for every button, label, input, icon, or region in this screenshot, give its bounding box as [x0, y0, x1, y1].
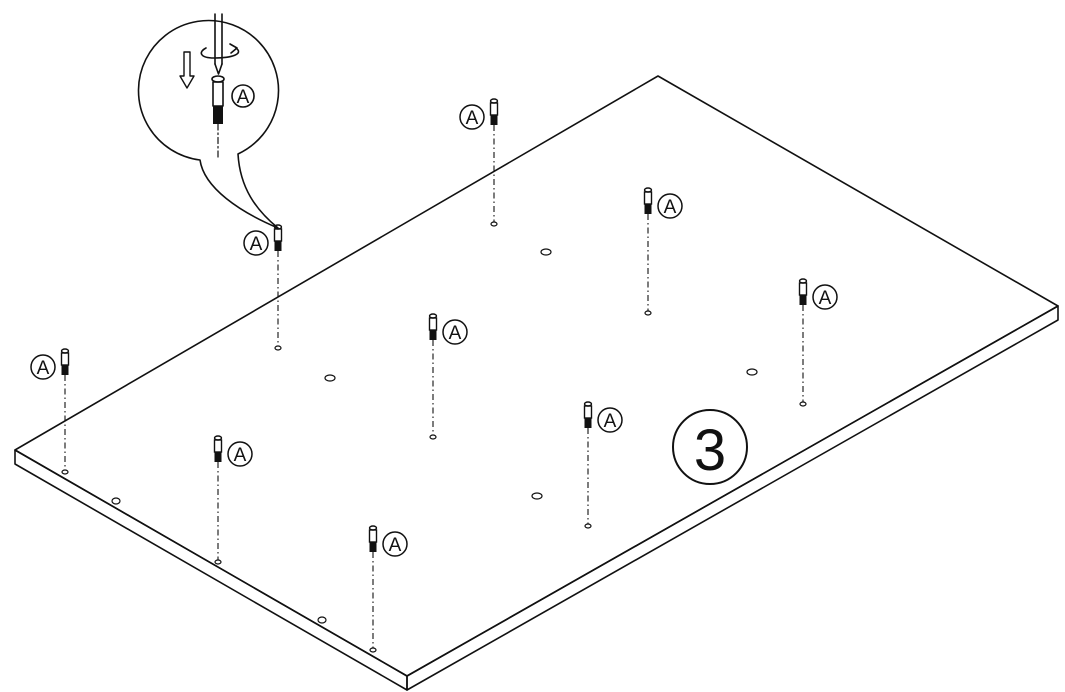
panel-top-face — [14, 75, 1059, 677]
dowel-head-large — [211, 75, 225, 83]
dowel-hole — [214, 559, 222, 565]
part-label-circle — [657, 193, 683, 219]
part-label-circle — [442, 319, 468, 345]
screwdriver-tip — [214, 63, 223, 75]
part-label-circle — [231, 84, 255, 108]
dowel-thread — [799, 295, 807, 305]
hole — [324, 374, 336, 382]
part-label-text: A — [389, 535, 402, 556]
part-label-circle — [243, 230, 269, 256]
dowel-hole — [274, 345, 282, 351]
detail-callout: A — [137, 13, 280, 229]
part-label-circle — [30, 354, 56, 380]
cam-dowel: A — [428, 313, 468, 440]
part-label-text: A — [604, 411, 617, 432]
dowel-thread — [61, 365, 69, 375]
cam-dowel: A — [583, 401, 623, 529]
callout-outline — [137, 19, 280, 229]
cam-dowel: A — [213, 435, 253, 565]
dowel-hole — [584, 523, 592, 529]
fastener-group: A A A A A A A A A — [30, 98, 838, 653]
part-label-text: A — [37, 358, 50, 379]
part-label-text: A — [250, 234, 263, 255]
dowel-neck — [273, 228, 283, 242]
step-circle — [672, 409, 748, 485]
part-label-circle — [227, 441, 253, 467]
dowel-neck-large — [212, 81, 224, 107]
panel-board — [14, 75, 1059, 691]
dowel-neck — [798, 282, 808, 296]
down-arrow-icon — [179, 51, 195, 89]
panel-front-edge — [14, 449, 408, 691]
cam-dowel: A — [30, 348, 70, 475]
dowel-thread — [644, 204, 652, 214]
part-label-text: A — [466, 108, 479, 129]
dowel-thread — [369, 542, 377, 552]
part-label-circle — [459, 104, 485, 130]
dowel-thread — [214, 452, 222, 462]
part-label-text: A — [237, 87, 250, 108]
cam-dowel: A — [243, 224, 283, 351]
rotate-arrow-head — [229, 43, 238, 54]
step-number: 3 — [694, 418, 726, 483]
dowel-hole — [490, 221, 498, 227]
hole — [540, 248, 552, 256]
dowel-thread — [490, 115, 498, 125]
dowel-hole — [369, 647, 377, 653]
hole — [746, 368, 758, 376]
dowel-neck — [489, 102, 499, 116]
hole — [531, 492, 543, 500]
dowel-hole — [429, 434, 437, 440]
part-label-text: A — [234, 445, 247, 466]
dowel-neck — [213, 439, 223, 453]
part-label-text: A — [819, 288, 832, 309]
dowel-thread — [584, 418, 592, 428]
step-badge: 3 — [672, 409, 748, 485]
cam-dowel: A — [798, 278, 838, 407]
cam-dowel: A — [459, 98, 499, 227]
dowel-neck — [368, 529, 378, 543]
dowel-hole — [799, 401, 807, 407]
cam-dowel: A — [368, 525, 408, 653]
dowel-thread — [429, 330, 437, 340]
part-label-circle — [597, 407, 623, 433]
panel-right-edge — [406, 305, 1059, 691]
dowel-neck — [428, 317, 438, 331]
dowel-thread-large — [213, 106, 223, 124]
dowel-neck — [60, 352, 70, 366]
hole — [317, 616, 327, 624]
hole — [111, 497, 121, 505]
dowel-neck — [643, 191, 653, 205]
part-label-text: A — [664, 197, 677, 218]
dowel-hole — [61, 469, 69, 475]
part-label-circle — [812, 284, 838, 310]
dowel-thread — [274, 241, 282, 251]
part-label-text: A — [449, 323, 462, 344]
dowel-hole — [644, 310, 652, 316]
cam-dowel: A — [643, 187, 683, 316]
part-label-circle — [382, 531, 408, 557]
dowel-neck — [583, 405, 593, 419]
drilled-holes — [111, 248, 758, 624]
rotate-arrow-icon — [200, 47, 240, 59]
